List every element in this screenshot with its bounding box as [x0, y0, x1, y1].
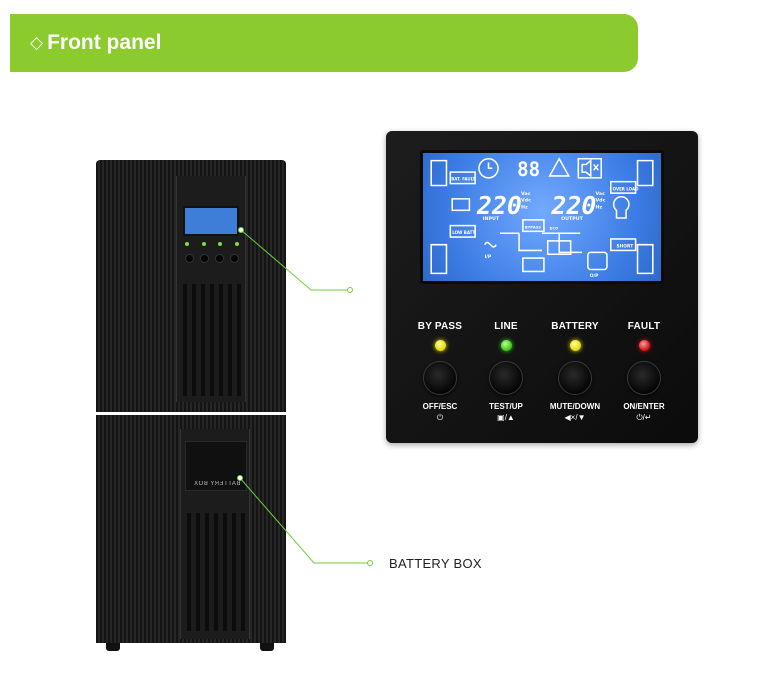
section-title: Front panel — [47, 31, 162, 54]
on-enter-icon: ⏻/↵ — [636, 413, 652, 422]
section-banner: ◇ Front panel — [10, 14, 638, 72]
callout-dot-battery-end — [367, 560, 373, 566]
test-up-icon: ▣/▲ — [497, 413, 515, 422]
button-label-mute-down: MUTE/DOWN — [549, 402, 601, 411]
lcd-display: 88 220 220 Vac Vdc Hz Vac Vdc Hz INPUT O… — [420, 150, 664, 284]
lcd-ip: I/P — [485, 254, 492, 260]
button-label-off-esc: OFF/ESC — [422, 402, 458, 411]
short-box — [610, 238, 637, 252]
lcd-unit-vac-in: Vac — [521, 191, 531, 197]
bypass-box — [522, 219, 545, 233]
inverter-box — [546, 240, 572, 256]
lcd-output-digits: 220 — [551, 191, 597, 220]
indicator-label-battery: BATTERY — [551, 321, 599, 332]
lcd-right-top-tab — [636, 159, 654, 187]
bulb-icon — [612, 196, 630, 219]
button-label-test-up: TEST/UP — [489, 402, 523, 411]
lcd-unit-vac-out: Vac — [595, 191, 605, 197]
lcd-right-bottom-tab — [636, 243, 654, 275]
lcd-unit-hz-in: Hz — [521, 204, 528, 210]
battery-box-callout-label: BATTERY BOX — [389, 556, 482, 571]
lcd-unit-hz-out: Hz — [595, 204, 602, 210]
led-line — [500, 340, 512, 351]
ups-main-front — [176, 176, 246, 402]
lcd-left-top-tab — [430, 159, 448, 187]
control-group-bypass: BY PASS OFF/ESC ⏻ — [400, 321, 480, 423]
lcd-segments: 88 220 220 Vac Vdc Hz Vac Vdc Hz INPUT O… — [430, 157, 654, 279]
low-batt-box — [449, 224, 476, 238]
ups-foot-right — [260, 643, 274, 651]
ups-foot-left — [106, 643, 120, 651]
battery-icon — [451, 198, 471, 212]
button-label-on-enter: ON/ENTER — [623, 402, 665, 411]
lcd-input-label: INPUT — [483, 216, 500, 222]
ups-mini-buttons — [185, 254, 239, 263]
clock-icon — [478, 157, 499, 179]
led-fault — [638, 340, 650, 351]
indicator-label-fault: FAULT — [627, 321, 661, 332]
mute-down-button[interactable] — [558, 361, 592, 395]
test-up-button[interactable] — [489, 361, 523, 395]
lcd-left-bottom-tab — [430, 243, 448, 275]
diamond-outline-icon: ◇ — [30, 33, 44, 52]
led-battery — [569, 340, 581, 351]
lcd-over-load: OVER LOAD — [613, 186, 639, 191]
control-group-line: LINE TEST/UP ▣/▲ — [466, 321, 546, 422]
ups-mini-lcd — [183, 206, 239, 236]
indicator-label-line: LINE — [494, 321, 518, 332]
control-group-battery: BATTERY MUTE/DOWN ◀×/▼ — [535, 321, 615, 422]
bat-fault-box — [449, 171, 476, 185]
power-icon: ⏻ — [436, 413, 444, 422]
off-esc-button[interactable] — [423, 361, 457, 395]
ups-main-vent — [183, 284, 241, 396]
lcd-input-digits: 220 — [476, 191, 522, 220]
callout-dot-panel-end — [347, 287, 353, 293]
over-load-box — [610, 180, 637, 194]
lcd-short: SHORT — [617, 244, 634, 250]
ups-battery-vent — [187, 513, 245, 631]
led-bypass — [434, 340, 446, 351]
ups-battery-unit: BATTERY BOX — [96, 415, 286, 643]
battery-flow-icon — [522, 257, 545, 273]
mute-down-icon: ◀×/▼ — [564, 413, 586, 422]
indicator-button-row: BY PASS OFF/ESC ⏻ LINE TEST/UP ▣/▲ BATTE… — [386, 321, 698, 422]
ups-main-unit — [96, 160, 286, 412]
lcd-bypass: BYPASS — [525, 224, 541, 229]
on-enter-button[interactable] — [627, 361, 661, 395]
battery-box-window — [185, 441, 247, 491]
ups-mini-leds — [185, 242, 239, 252]
lcd-op: O/P — [590, 273, 599, 279]
lcd-unit-vdc-out: Vdc — [595, 198, 605, 204]
outlet-icon — [587, 251, 608, 271]
ups-tower-image: BATTERY BOX — [96, 160, 286, 651]
lcd-eco: ECO — [550, 225, 559, 230]
warning-icon — [548, 157, 571, 177]
lcd-unit-vdc-in: Vdc — [521, 198, 531, 204]
speaker-mute-icon — [577, 157, 602, 179]
indicator-label-bypass: BY PASS — [417, 321, 463, 332]
lcd-center-digits: 88 — [517, 158, 540, 181]
lcd-output-label: OUTPUT — [561, 216, 584, 222]
battery-box-device-label: BATTERY BOX — [193, 481, 241, 487]
control-group-fault: FAULT ON/ENTER ⏻/↵ — [604, 321, 684, 423]
ac-wave-icon — [484, 241, 497, 248]
lcd-low-batt: LOW BATT. — [452, 230, 476, 235]
lcd-bat-fault: BAT. FAULT — [451, 177, 475, 182]
ups-battery-front: BATTERY BOX — [180, 429, 250, 639]
power-flow-lines — [499, 232, 583, 254]
front-panel-zoom: 88 220 220 Vac Vdc Hz Vac Vdc Hz INPUT O… — [386, 131, 698, 443]
